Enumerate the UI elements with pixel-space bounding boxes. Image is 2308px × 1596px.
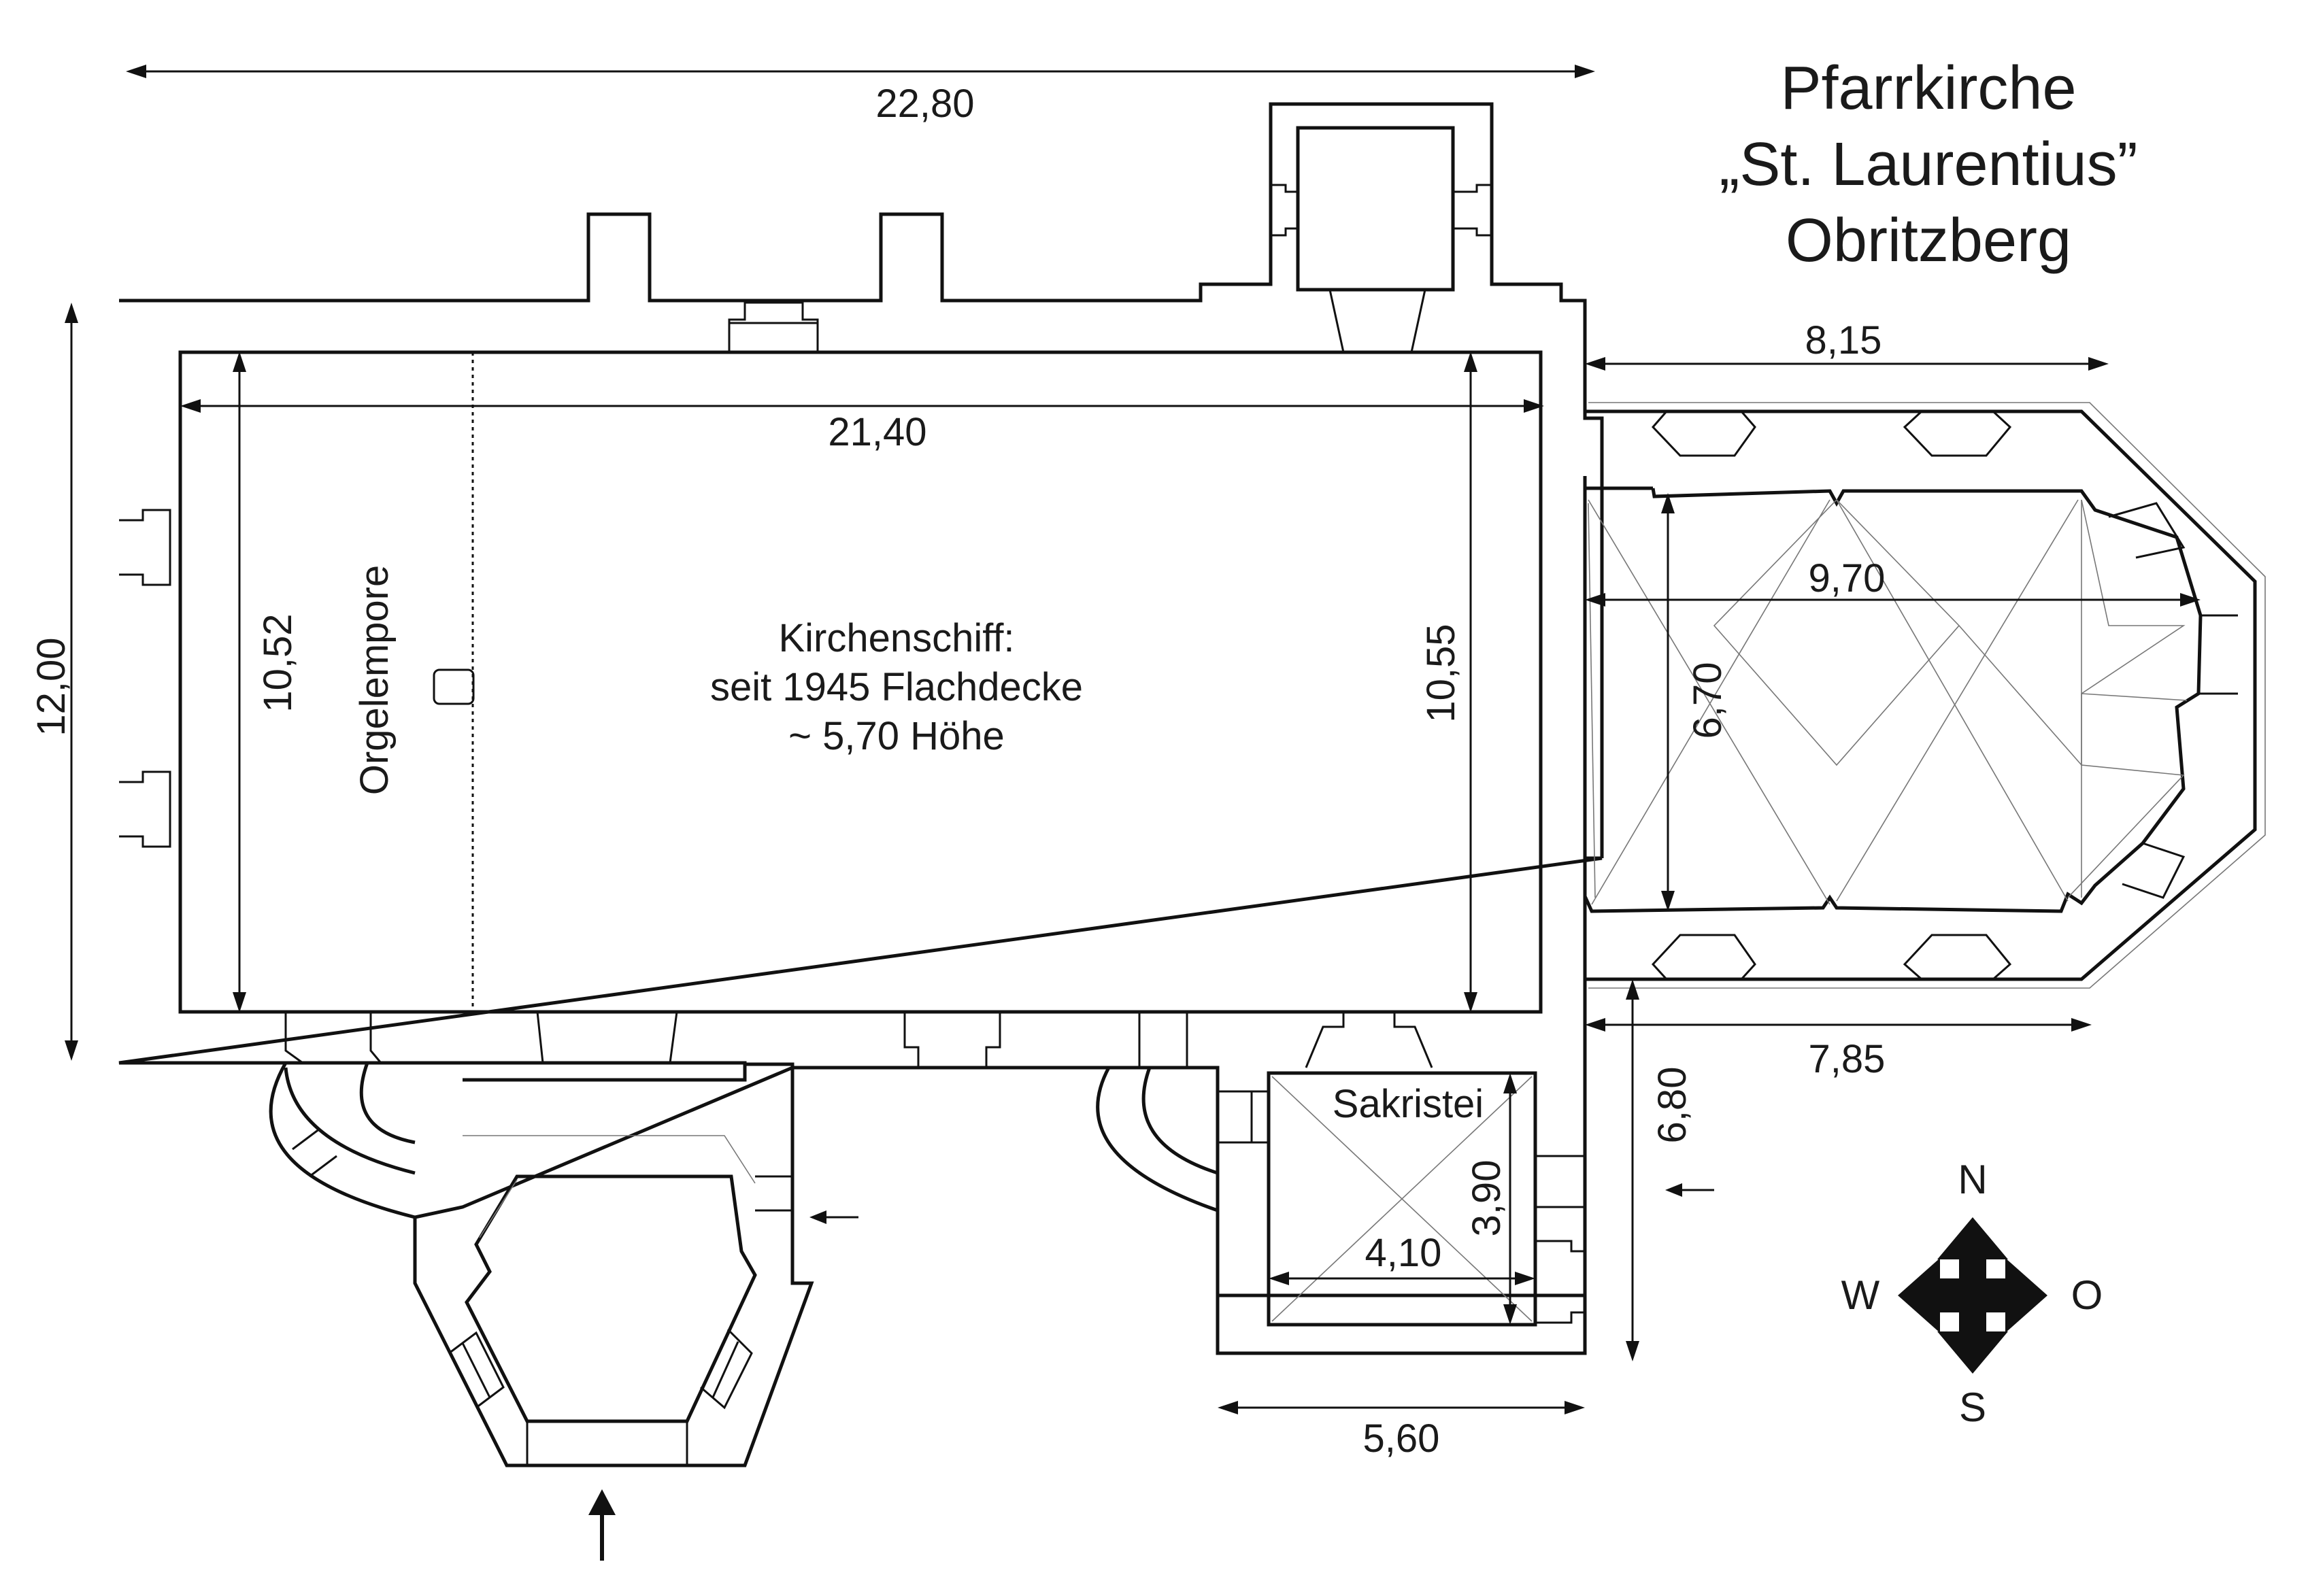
dim-choir-length: 9,70 [1809, 556, 1886, 600]
compass-north: N [1958, 1157, 1987, 1202]
dim-choir-north: 8,15 [1805, 318, 1882, 362]
choir-vault-ribs [1588, 498, 2188, 905]
porch-window-sw [448, 1331, 505, 1409]
choir-pier-north-1 [1651, 411, 1756, 457]
porch-door [526, 1421, 688, 1465]
south-niche-1 [284, 1012, 382, 1064]
porch-entrance-arrow [809, 1210, 858, 1224]
north-window-niche [728, 301, 819, 352]
south-niche-2 [536, 1011, 678, 1064]
apse-pier-e [2198, 614, 2238, 695]
dim-sacristy-outer: 5,60 [1363, 1416, 1440, 1461]
south-niche-3 [903, 1012, 1001, 1068]
porch-window-east [755, 1175, 792, 1212]
west-buttress-window [292, 1127, 337, 1178]
dimension-labels: 22,80 12,00 21,40 10,52 10,55 8,15 9,70 … [29, 82, 1885, 1461]
porch-inner-wall [465, 1174, 757, 1423]
choir-pier-north-2 [1903, 410, 2012, 457]
dim-sacristy-inner-width: 4,10 [1365, 1231, 1442, 1275]
title-line-2: „St. Laurentius” [1719, 131, 2137, 199]
choir [1583, 402, 2266, 989]
dimension-lines [65, 65, 2201, 1414]
sacristy-label: Sakristei [1333, 1082, 1484, 1126]
compass-west: W [1841, 1272, 1880, 1318]
porch-outer-wall [413, 1064, 814, 1467]
sacristy-window-3 [1535, 1240, 1586, 1324]
apse-pier-ne [2108, 502, 2186, 559]
tower-passage [1328, 288, 1426, 353]
nave-label-line-2: seit 1945 Flachdecke [710, 665, 1083, 709]
main-entrance-arrow [588, 1489, 616, 1561]
organ-pillar [433, 668, 475, 705]
apse-pier-se [2122, 842, 2186, 899]
choir-pier-south-2 [1903, 934, 2012, 981]
sacristy-vault-2 [1271, 1076, 1533, 1322]
porch-hairline-inner [479, 1179, 518, 1238]
west-window-1 [119, 509, 171, 586]
west-window-2 [119, 770, 171, 848]
sacristy-window-1 [1218, 1090, 1269, 1144]
porch-hairline-outer [463, 1135, 756, 1184]
compass-rose: N S W O [1841, 1157, 2103, 1430]
choir-outer-hairline [1588, 402, 2266, 989]
choir-inner-wall [1583, 476, 2203, 913]
south-niche-4 [1138, 1012, 1188, 1068]
dim-nave-width-east: 10,55 [1419, 624, 1463, 722]
sacristy-entrance-arrow [1665, 1183, 1714, 1197]
dim-sacristy-depth: 6,80 [1650, 1067, 1694, 1144]
tower-inner [1296, 126, 1455, 292]
compass-east: O [2071, 1272, 2103, 1318]
dim-total-length: 22,80 [875, 82, 974, 126]
west-buttress [269, 1062, 416, 1219]
dim-sacristy-inner-depth: 3,90 [1465, 1160, 1509, 1237]
dim-nave-length: 21,40 [828, 410, 926, 454]
dim-choir-south: 7,85 [1809, 1037, 1886, 1081]
sacristy-window-2 [1535, 1155, 1585, 1208]
compass-arrows [1898, 1217, 2047, 1374]
sacristy-buttress [1096, 1066, 1218, 1212]
plan-title: Pfarrkirche „St. Laurentius” Obritzberg [1719, 54, 2137, 275]
sacristy-door [1305, 1012, 1433, 1068]
tower-window-east [1452, 184, 1492, 237]
porch-window-se [700, 1328, 753, 1410]
nave-label-line-3: ~ 5,70 Höhe [788, 714, 1005, 758]
nave-inner-wall [178, 350, 1543, 1014]
dim-nave-width-west: 10,52 [256, 613, 300, 712]
compass-south: S [1959, 1385, 1986, 1430]
nave-label-line-1: Kirchenschiff: [778, 616, 1014, 660]
title-line-1: Pfarrkirche [1780, 54, 2076, 122]
tower-window-west [1271, 184, 1299, 237]
choir-pier-south-1 [1651, 934, 1756, 981]
porch [269, 1062, 814, 1467]
entrance-arrows [588, 1183, 1714, 1561]
choir-outer-wall [1583, 409, 2257, 981]
dim-choir-width: 6,70 [1686, 662, 1730, 739]
dim-total-width: 12,00 [29, 637, 73, 736]
title-line-3: Obritzberg [1786, 207, 2071, 275]
organ-loft-label: Orgelempore [352, 565, 397, 795]
room-labels: Kirchenschiff: seit 1945 Flachdecke ~ 5,… [352, 565, 1484, 1126]
sacristy [1096, 979, 1587, 1355]
sacristy-inner-wall [1267, 1071, 1537, 1327]
